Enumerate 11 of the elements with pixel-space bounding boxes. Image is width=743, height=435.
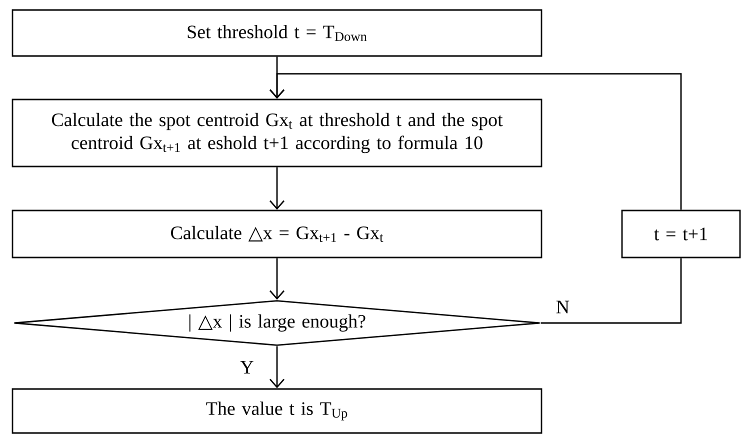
process-box: Set threshold t = T$_{Down}$ xyxy=(12,9,542,57)
process-box: t = t+1 xyxy=(621,210,741,258)
edge-label: N xyxy=(554,300,571,314)
process-box: Calculate the spot centroid Gx$_{t}$ at threshold t and the spot centroid Gx$_{t+1}$ at eshold t+1 according to formula 10 xyxy=(12,98,542,168)
process-box: The value t is T$_{Up}$ xyxy=(12,388,542,434)
arrow xyxy=(269,258,285,300)
arrow xyxy=(269,167,285,210)
edge-label: Y xyxy=(239,360,255,374)
arrow xyxy=(269,73,682,210)
process-box: Calculate △x = Gx$_{t+1}$ - Gx$_{t}$ xyxy=(12,210,542,258)
arrow xyxy=(269,346,285,388)
